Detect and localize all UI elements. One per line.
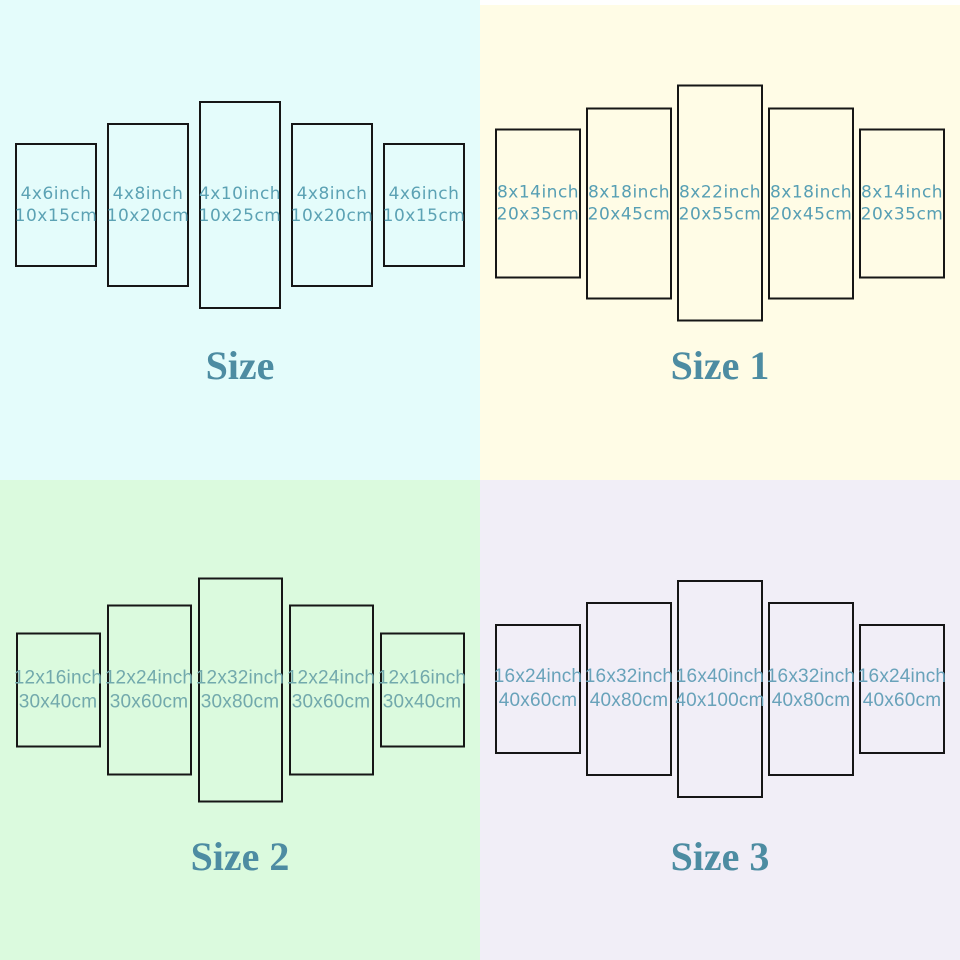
panel-cm-label: 10x15cm (14, 206, 98, 226)
panel-cm-label: 40x80cm (771, 690, 851, 711)
panel-inch-label: 16x24inch (857, 666, 947, 687)
panel-cm-label: 10x20cm (290, 206, 374, 226)
canvas-panel-1: 8x14inch 20x35cm (495, 128, 581, 278)
canvas-panel-2: 16x32inch 40x80cm (585, 602, 673, 776)
panel-inch-label: 4x6inch (20, 184, 92, 204)
canvas-panel-2: 12x24inch 30x60cm (105, 604, 193, 776)
panel-cm-label: 30x40cm (18, 691, 98, 712)
panel-cm-label: 10x15cm (382, 206, 466, 226)
panel-inch-label: 12x32inch (195, 667, 285, 688)
panel-inch-label: 16x24inch (493, 666, 583, 687)
panel-cm-label: 40x60cm (862, 690, 942, 711)
panel-row: 12x16inch 30x40cm 12x24inch 30x60cm 12x3… (0, 577, 480, 803)
panel-inch-label: 4x10inch (198, 184, 282, 204)
canvas-panel-4: 16x32inch 40x80cm (767, 602, 855, 776)
section-size-3: 16x24inch 40x60cm 16x32inch 40x80cm 16x4… (480, 480, 960, 960)
panel-inch-label: 16x32inch (584, 666, 674, 687)
panel-cm-label: 10x25cm (198, 206, 282, 226)
panel-cm-label: 30x40cm (382, 691, 462, 712)
panel-cm-label: 20x55cm (678, 204, 762, 224)
panel-row: 8x14inch 20x35cm 8x18inch 20x45cm 8x22in… (480, 84, 960, 322)
canvas-panel-4: 12x24inch 30x60cm (287, 604, 375, 776)
section-size-1: 8x14inch 20x35cm 8x18inch 20x45cm 8x22in… (480, 0, 960, 480)
panel-size-label: 8x18inch 20x45cm (770, 181, 853, 225)
panel-size-label: 16x24inch 40x60cm (494, 665, 582, 713)
canvas-panel-1: 12x16inch 30x40cm (14, 632, 102, 748)
panel-cm-label: 10x20cm (106, 206, 190, 226)
panel-size-label: 16x32inch 40x80cm (585, 665, 673, 713)
panel-size-label: 12x32inch 30x80cm (196, 666, 284, 714)
canvas-panel-5: 12x16inch 30x40cm (378, 632, 466, 748)
section-size-2: 12x16inch 30x40cm 12x24inch 30x60cm 12x3… (0, 480, 480, 960)
panel-size-label: 16x24inch 40x60cm (858, 665, 946, 713)
panel-cm-label: 30x80cm (200, 691, 280, 712)
section-title: Size 1 (670, 343, 770, 388)
panel-cm-label: 30x60cm (109, 691, 189, 712)
section-title: Size 3 (670, 834, 770, 879)
panel-inch-label: 8x14inch (496, 182, 580, 202)
canvas-panel-1: 16x24inch 40x60cm (494, 624, 582, 754)
panel-size-label: 4x10inch 10x25cm (199, 183, 282, 227)
section-size: 4x6inch 10x15cm 4x8inch 10x20cm 4x10inch… (0, 0, 480, 480)
canvas-panel-5: 8x14inch 20x35cm (859, 128, 945, 278)
panel-inch-label: 8x18inch (769, 182, 853, 202)
panel-size-label: 8x14inch 20x35cm (861, 181, 944, 225)
panel-inch-label: 16x32inch (766, 666, 856, 687)
panel-size-label: 4x6inch 10x15cm (15, 183, 98, 227)
panel-cm-label: 30x60cm (291, 691, 371, 712)
canvas-panel-1: 4x6inch 10x15cm (15, 143, 97, 267)
panel-row: 16x24inch 40x60cm 16x32inch 40x80cm 16x4… (480, 580, 960, 798)
panel-size-label: 8x22inch 20x55cm (679, 181, 762, 225)
panel-inch-label: 12x24inch (104, 667, 194, 688)
panel-size-label: 12x16inch 30x40cm (14, 666, 102, 714)
canvas-panel-2: 4x8inch 10x20cm (107, 123, 189, 287)
panel-inch-label: 8x22inch (678, 182, 762, 202)
panel-size-label: 4x6inch 10x15cm (383, 183, 466, 227)
panel-size-label: 12x16inch 30x40cm (378, 666, 466, 714)
panel-size-label: 12x24inch 30x60cm (287, 666, 375, 714)
canvas-panel-3: 8x22inch 20x55cm (677, 84, 763, 322)
panel-size-label: 8x18inch 20x45cm (588, 181, 671, 225)
panel-cm-label: 20x35cm (860, 204, 944, 224)
panel-cm-label: 20x45cm (587, 204, 671, 224)
panel-inch-label: 8x18inch (587, 182, 671, 202)
panel-inch-label: 4x6inch (388, 184, 460, 204)
canvas-panel-5: 16x24inch 40x60cm (858, 624, 946, 754)
panel-inch-label: 4x8inch (112, 184, 184, 204)
panel-size-label: 16x32inch 40x80cm (767, 665, 855, 713)
canvas-panel-5: 4x6inch 10x15cm (383, 143, 465, 267)
section-title: Size (205, 343, 275, 388)
panel-inch-label: 12x24inch (286, 667, 376, 688)
panel-inch-label: 16x40inch (675, 666, 765, 687)
panel-cm-label: 40x100cm (675, 690, 765, 711)
canvas-panel-4: 4x8inch 10x20cm (291, 123, 373, 287)
panel-cm-label: 40x60cm (498, 690, 578, 711)
panel-size-label: 4x8inch 10x20cm (291, 183, 374, 227)
panel-size-label: 4x8inch 10x20cm (107, 183, 190, 227)
panel-inch-label: 8x14inch (860, 182, 944, 202)
panel-inch-label: 12x16inch (13, 667, 103, 688)
canvas-panel-4: 8x18inch 20x45cm (768, 107, 854, 299)
canvas-panel-3: 12x32inch 30x80cm (196, 577, 284, 803)
section-title: Size 2 (190, 834, 290, 879)
panel-cm-label: 20x35cm (496, 204, 580, 224)
panel-size-label: 8x14inch 20x35cm (497, 181, 580, 225)
panel-inch-label: 4x8inch (296, 184, 368, 204)
panel-size-label: 16x40inch 40x100cm (675, 665, 764, 713)
panel-cm-label: 20x45cm (769, 204, 853, 224)
panel-size-label: 12x24inch 30x60cm (105, 666, 193, 714)
panel-inch-label: 12x16inch (377, 667, 467, 688)
canvas-panel-2: 8x18inch 20x45cm (586, 107, 672, 299)
panel-row: 4x6inch 10x15cm 4x8inch 10x20cm 4x10inch… (0, 101, 480, 309)
panel-cm-label: 40x80cm (589, 690, 669, 711)
canvas-panel-3: 16x40inch 40x100cm (675, 580, 764, 798)
canvas-panel-3: 4x10inch 10x25cm (199, 101, 281, 309)
